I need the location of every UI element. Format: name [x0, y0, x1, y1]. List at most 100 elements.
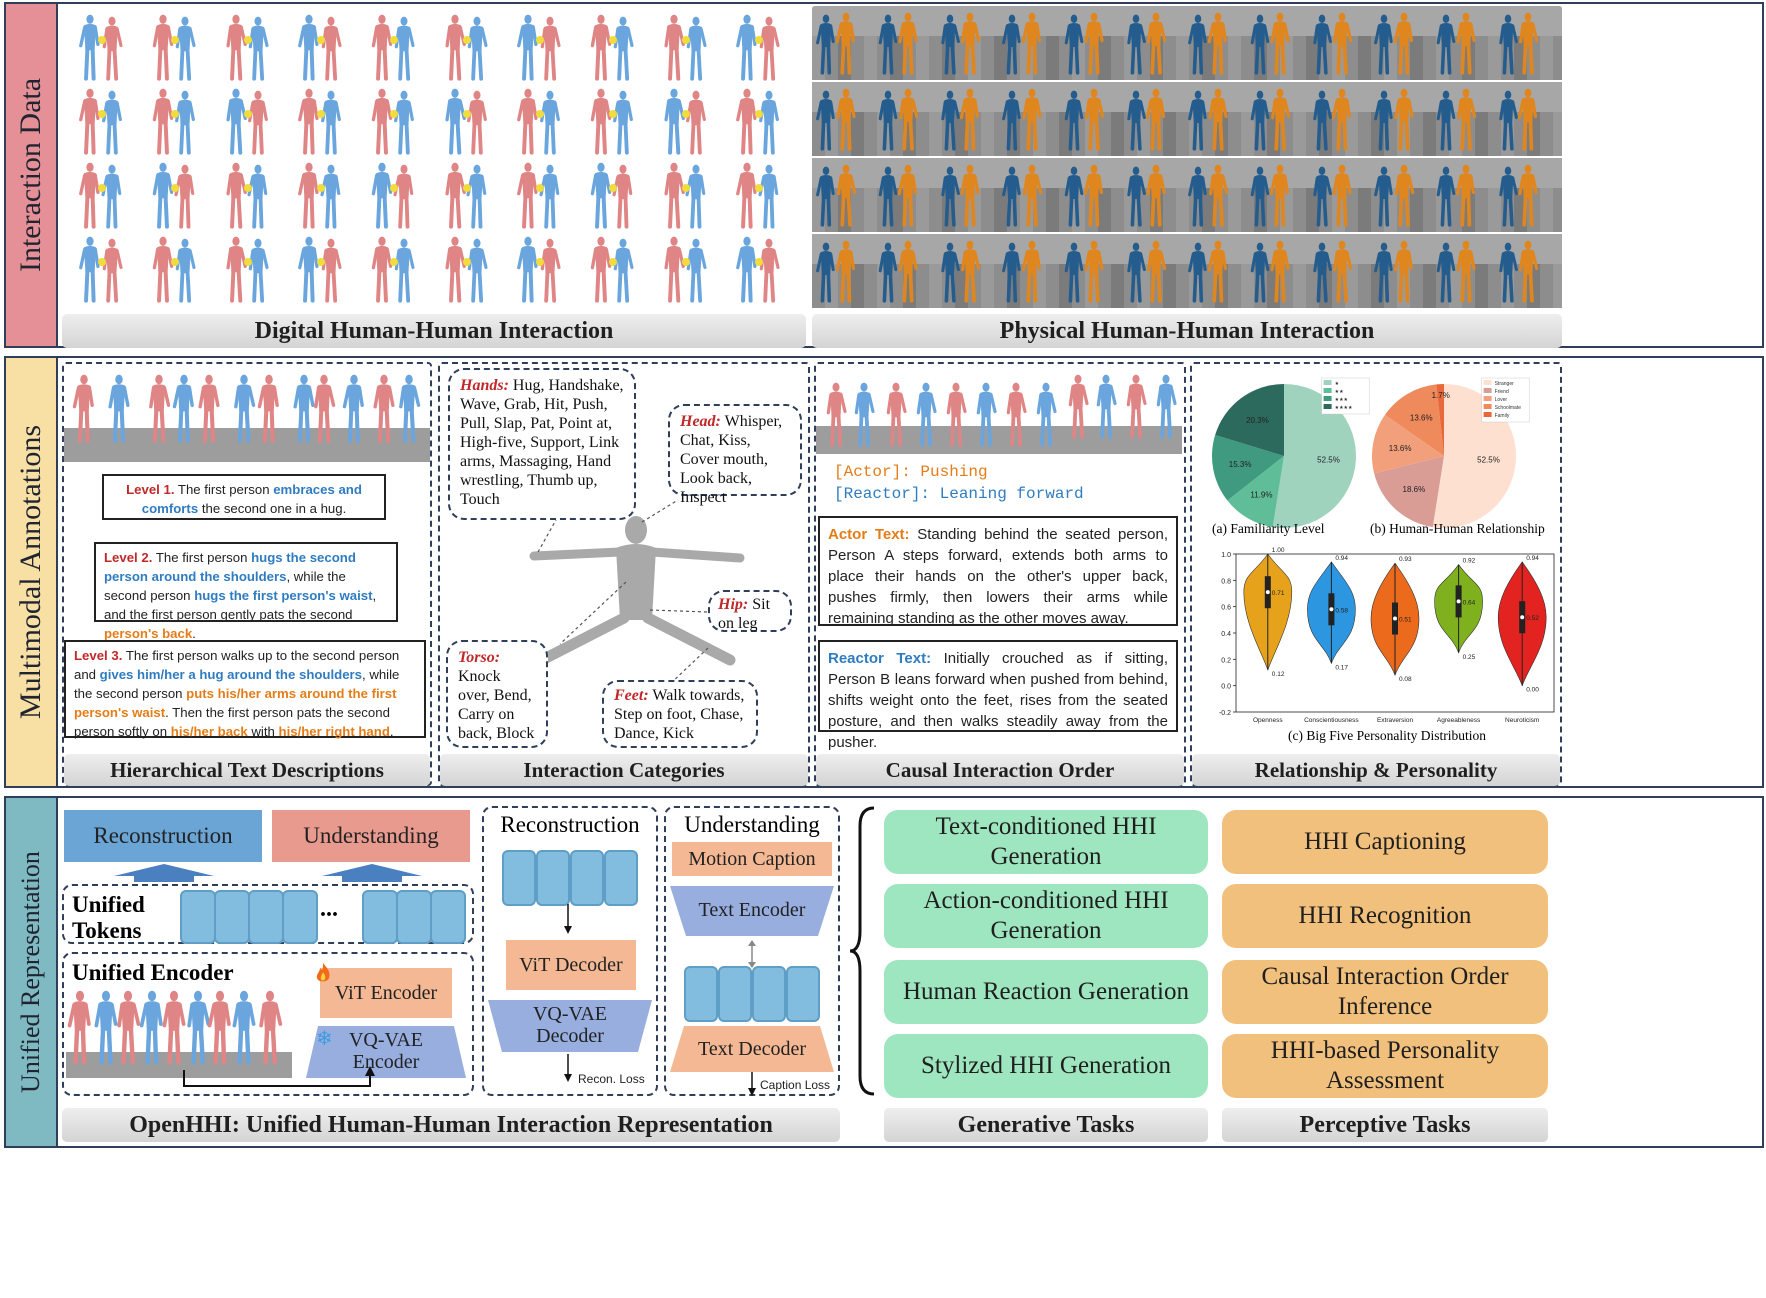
contact-mark-3-6 [536, 258, 544, 266]
robot-2-10-a [1436, 166, 1456, 227]
contact-mark-0-6 [536, 36, 544, 44]
digital-pair-0-0-b [102, 16, 123, 81]
robot-2-9-b [1395, 164, 1415, 227]
vit-decoder-box: ViT Decoder [506, 940, 636, 990]
violin-1-category: Conscientiousness [1304, 717, 1359, 724]
digital-pair-1-6-b [540, 90, 560, 155]
robot-2-0-a [816, 166, 835, 227]
actor-text: Standing behind the seated person, Perso… [828, 526, 1168, 627]
contact-mark-2-9 [755, 184, 763, 192]
token-4 [282, 890, 318, 944]
digital-pair-2-6-a [517, 162, 538, 229]
floor-tile-0-7 [994, 36, 1007, 82]
digital-pair-0-9-b [759, 16, 780, 81]
pie-1-legend-label-4: Family [1495, 413, 1510, 419]
motion-caption-box: Motion Caption [672, 842, 832, 876]
digital-pair-2-3-a [298, 162, 319, 229]
level-1-box: Level 1. The first person embraces and c… [102, 474, 386, 520]
und-token-1 [684, 966, 718, 1022]
robot-0-3-b [1021, 12, 1041, 75]
hier-figure-3 [172, 374, 194, 443]
digital-hhi-figures [62, 8, 804, 310]
pie-1-slice-2 [1372, 414, 1444, 474]
head-bubble: Head: Whisper, Chat, Kiss, Cover mouth, … [668, 404, 802, 506]
floor-tile-3-28 [1553, 264, 1562, 310]
robot-1-5-b [1145, 88, 1165, 151]
robot-3-9-b [1393, 240, 1413, 303]
pie-1-label-2: 13.6% [1389, 444, 1412, 453]
robot-1-9-a [1374, 90, 1393, 151]
vqvae-decoder-shape [488, 1000, 652, 1052]
per-task-3: Causal Interaction Order Inference [1222, 960, 1548, 1024]
gen-task-3-label: Human Reaction Generation [902, 978, 1189, 1005]
causal-figure-0 [826, 382, 847, 447]
contact-mark-3-5 [463, 258, 471, 266]
up-arrow-right [322, 864, 422, 882]
robot-3-9-a [1374, 242, 1393, 303]
pie-1-legend-swatch-3 [1483, 404, 1492, 409]
digital-pair-0-4-b [394, 16, 415, 81]
contact-mark-0-5 [463, 36, 471, 44]
floor-tile-1-16 [1241, 112, 1254, 158]
robot-2-2-b [960, 164, 980, 227]
digital-pair-0-7-a [590, 14, 612, 81]
physical-row-divider-2 [812, 232, 1562, 234]
rec-down-arrow [564, 904, 572, 934]
und-token-3 [752, 966, 786, 1022]
pie-1-label-1: 18.6% [1403, 485, 1426, 494]
reconstruction-top-label: Reconstruction [93, 823, 233, 848]
head-text: Whisper, Chat, Kiss, Cover mouth, Look b… [680, 413, 783, 506]
digital-pair-3-6-a [517, 236, 538, 303]
charts-svg: 52.5%11.9%15.3%20.3%★★★★★★★★★★52.5%18.6%… [1212, 377, 1555, 724]
digital-pair-3-7-a [590, 236, 612, 303]
token-2 [214, 890, 250, 944]
violin-0-category: Openness [1253, 717, 1283, 724]
digital-pair-3-8-b [686, 238, 707, 303]
unified-label: Unified Representation [16, 851, 45, 1093]
pie-1-legend-swatch-0 [1483, 380, 1492, 385]
violin-ytick-label-4: 0.2 [1221, 657, 1231, 664]
robot-2-3-a [1002, 166, 1021, 227]
per-task-4: HHI-based Personality Assessment [1222, 1034, 1548, 1098]
digital-pair-0-6-a [517, 14, 538, 81]
hier-figure-11 [399, 374, 421, 443]
robot-1-6-b [1208, 88, 1228, 151]
violin-3-median-label: 0.64 [1463, 599, 1476, 606]
digital-pair-1-4-b [394, 90, 414, 155]
floor-tile-1-23 [1423, 112, 1436, 158]
digital-pair-1-8-a [664, 88, 685, 155]
pie-0-label-2: 15.3% [1229, 460, 1252, 469]
digital-pair-1-3-a [298, 88, 319, 155]
robot-0-2-a [941, 14, 960, 75]
violin-4-category: Neuroticism [1505, 717, 1539, 724]
robot-3-6-a [1188, 242, 1207, 303]
causal-figure-4 [946, 382, 967, 447]
physical-row-divider-0 [812, 80, 1562, 82]
level-3-h1: gives him/her a hug around the shoulders [99, 667, 362, 682]
violin-1-median-label: 0.58 [1335, 607, 1348, 614]
robot-3-2-a [941, 242, 960, 303]
token-6 [396, 890, 432, 944]
causal-figure-9 [1096, 374, 1117, 439]
floor-tile-2-2 [864, 188, 877, 234]
pie-1-legend-label-1: Friend [1495, 389, 1509, 395]
robot-2-1-b [897, 164, 917, 227]
hier-figure-10 [373, 374, 395, 443]
digital-pair-3-9-a [736, 236, 757, 303]
robot-1-1-a [878, 90, 898, 151]
floor-tile-0-14 [1176, 36, 1189, 82]
robot-3-11-a [1499, 242, 1518, 303]
chart-c-title: (c) Big Five Personality Distribution [1288, 728, 1486, 743]
rec-token-1 [502, 850, 536, 906]
floor-tile-2-9 [1046, 188, 1059, 234]
pie-1-label-4: 1.7% [1432, 391, 1450, 400]
floor-tile-3-20 [1345, 264, 1358, 310]
floor-tile-0-16 [1228, 36, 1241, 82]
level-1-t1: The first person [174, 482, 274, 497]
pie-1-label-3: 13.6% [1410, 414, 1433, 423]
violin-3-min-label: 0.25 [1463, 654, 1476, 661]
per-task-1-label: HHI Captioning [1304, 828, 1466, 855]
contact-mark-3-3 [317, 258, 325, 266]
floor-tile-3-16 [1241, 264, 1254, 310]
floor-tile-1-6 [981, 112, 994, 158]
